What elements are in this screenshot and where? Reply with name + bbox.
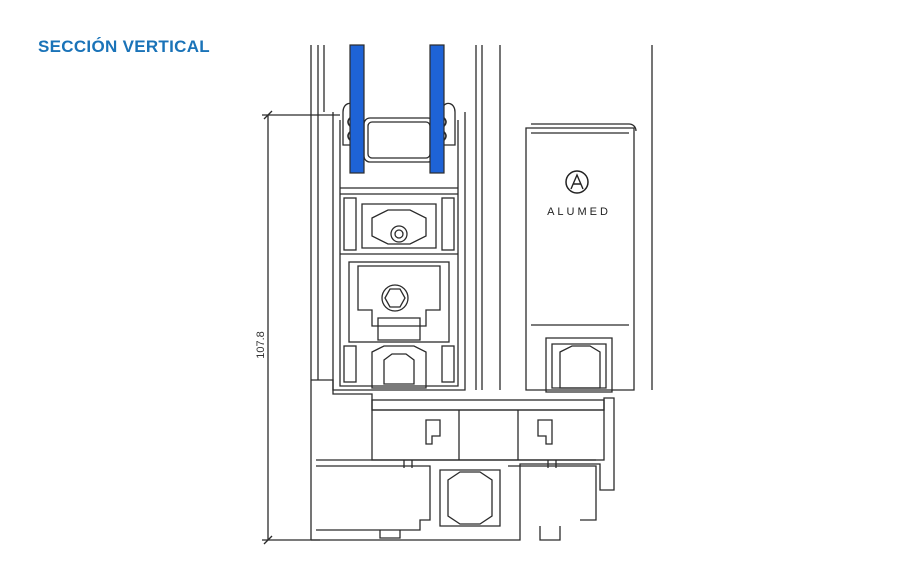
bottom-track-profile: [311, 379, 615, 541]
brand-name: ALUMED: [547, 206, 611, 218]
fixed-pane-profile: [525, 123, 637, 393]
dimension-label: 107.8: [255, 331, 267, 359]
frame-vertical-lines: [310, 45, 653, 540]
page-title: SECCIÓN VERTICAL: [38, 37, 210, 56]
dimension-line: [262, 110, 340, 545]
double-glazing: [347, 44, 447, 174]
glass-pane-left: [349, 44, 365, 174]
alumed-logo-icon: [565, 170, 589, 194]
glass-pane-right: [429, 44, 445, 174]
